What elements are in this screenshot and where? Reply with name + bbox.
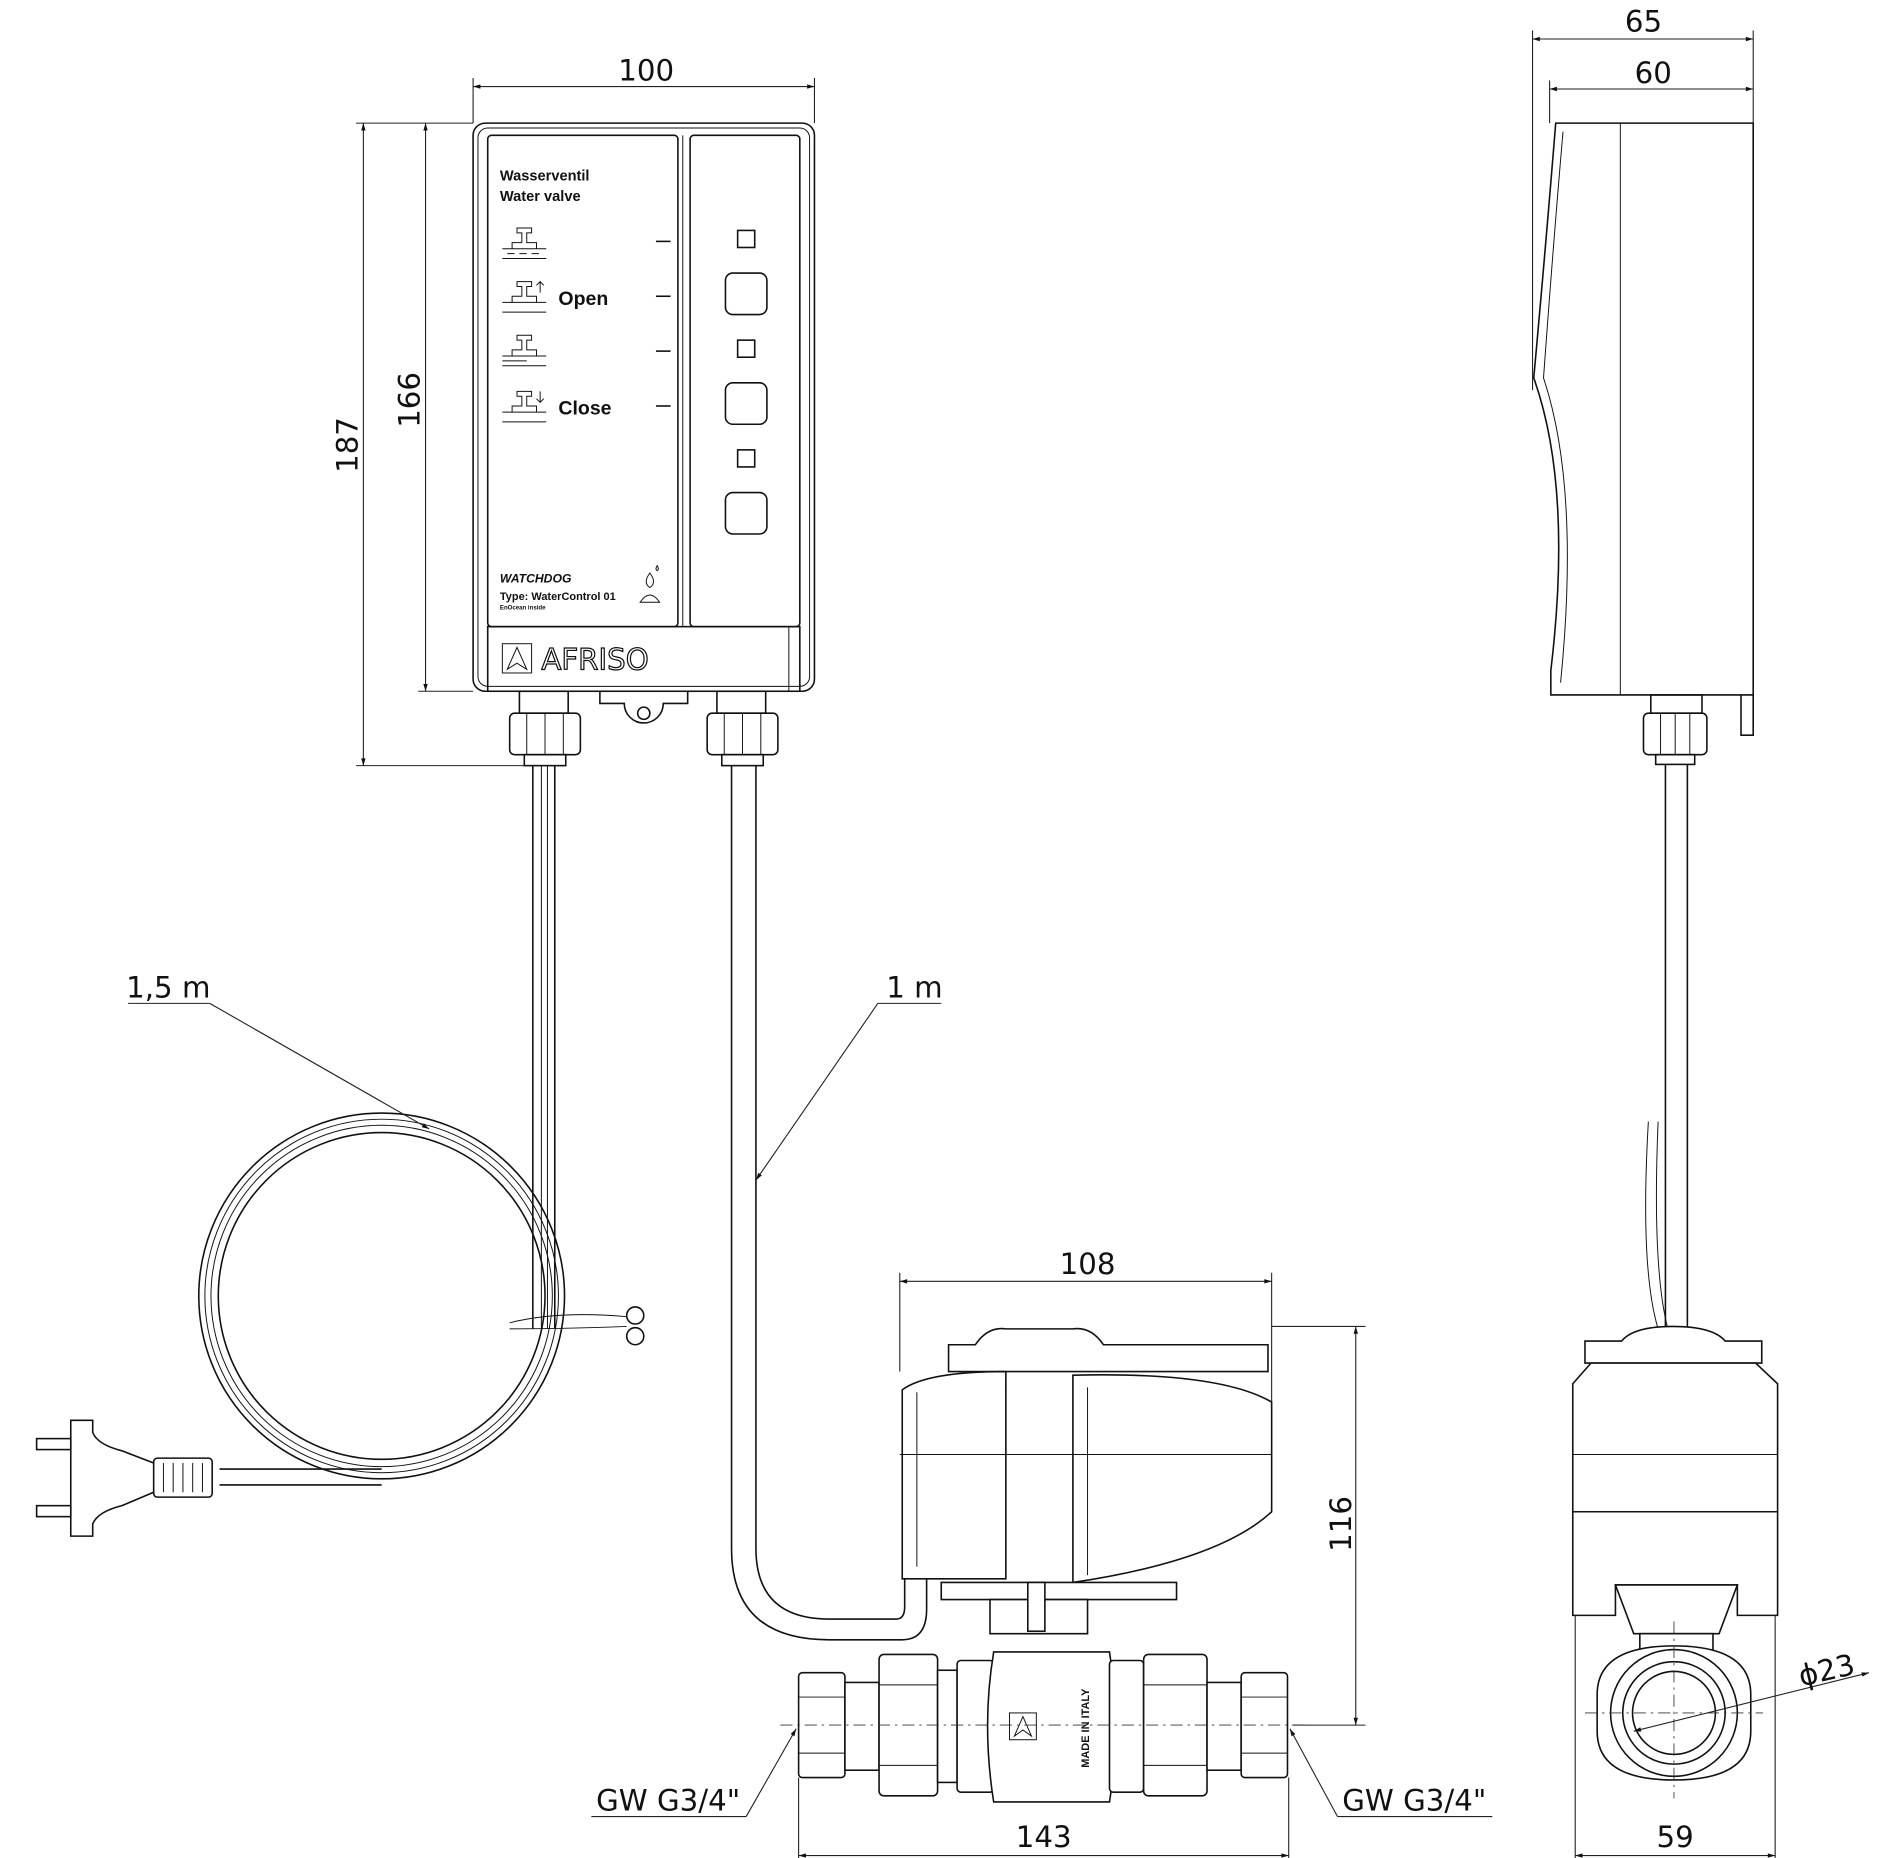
callout-thread-right: GW G3/4" xyxy=(1289,1728,1493,1817)
type-label: Type: WaterControl 01 xyxy=(500,591,616,603)
led-1 xyxy=(736,229,756,249)
afriso-valve-logo-icon xyxy=(1009,1712,1037,1741)
open-label: Open xyxy=(558,288,608,310)
button-open xyxy=(724,272,768,316)
control-box-front: Wasserventil Water valve Open Close xyxy=(472,122,816,767)
valve-closed-icon xyxy=(502,334,547,367)
valve-close-icon xyxy=(502,390,547,423)
dimension-valve-side-width: 59 xyxy=(1574,1615,1776,1858)
dim-166: 166 xyxy=(392,372,426,428)
cable-gland-right xyxy=(706,690,779,767)
callout-valve-cable: 1 m xyxy=(755,970,943,1181)
power-cable-length: 1,5 m xyxy=(126,970,210,1004)
dimension-side-depth: 60 xyxy=(1549,56,1754,124)
dim-116: 116 xyxy=(1324,1496,1358,1552)
actuator-side xyxy=(1571,1325,1779,1654)
dimension-valve-height: 116 xyxy=(1271,1325,1366,1726)
brand-watchdog: WATCHDOG xyxy=(500,572,572,586)
dimension-box-width: 100 xyxy=(472,53,816,124)
power-plug xyxy=(35,1419,213,1537)
dim-100: 100 xyxy=(618,53,674,87)
mounting-bracket xyxy=(599,691,689,724)
cable-gland-left xyxy=(508,690,582,767)
dimension-valve-length: 143 xyxy=(798,1777,1290,1858)
dimension-box-height: 166 xyxy=(392,123,474,692)
dimension-actuator-width: 108 xyxy=(899,1247,1273,1403)
button-third xyxy=(724,491,768,535)
ball-valve-front: MADE IN ITALY xyxy=(780,1651,1307,1803)
power-cable xyxy=(197,765,645,1486)
panel-title-de: Wasserventil xyxy=(500,168,590,184)
dim-60: 60 xyxy=(1635,56,1672,90)
valve-cable xyxy=(730,765,928,1641)
valve-flow-icon xyxy=(502,227,547,259)
actuator-front xyxy=(899,1327,1273,1635)
enocean-label: EnOcean inside xyxy=(500,605,546,612)
ball-valve-side xyxy=(1584,1621,1763,1799)
thread-left-label: GW G3/4" xyxy=(596,1783,740,1817)
led-3 xyxy=(736,449,756,468)
thread-right-label: GW G3/4" xyxy=(1342,1783,1486,1817)
led-2 xyxy=(736,339,756,359)
callout-thread-left: GW G3/4" xyxy=(591,1728,797,1817)
dim-diameter-23: ϕ23 xyxy=(1795,1647,1858,1693)
made-in-italy-label: MADE IN ITALY xyxy=(1080,1688,1092,1768)
control-box-side xyxy=(1532,122,1754,1330)
dimension-side-depth-total: 65 xyxy=(1531,5,1754,391)
dim-108: 108 xyxy=(1060,1247,1116,1281)
valve-open-icon xyxy=(502,280,547,313)
indicator-dashes xyxy=(655,240,671,407)
callout-power-cable: 1,5 m xyxy=(126,970,430,1130)
dimension-box-height-total: 187 xyxy=(330,122,525,767)
close-label: Close xyxy=(558,398,611,420)
dim-59: 59 xyxy=(1657,1820,1694,1854)
dim-65: 65 xyxy=(1625,5,1662,39)
afriso-logo-icon xyxy=(501,643,533,674)
valve-cable-length: 1 m xyxy=(886,970,942,1004)
dim-143: 143 xyxy=(1016,1820,1072,1854)
manufacturer-logo: AFRISO xyxy=(541,642,648,676)
button-close xyxy=(724,382,768,426)
dim-187: 187 xyxy=(330,417,364,473)
water-drop-icon xyxy=(639,564,661,603)
panel-title-en: Water valve xyxy=(500,189,581,205)
